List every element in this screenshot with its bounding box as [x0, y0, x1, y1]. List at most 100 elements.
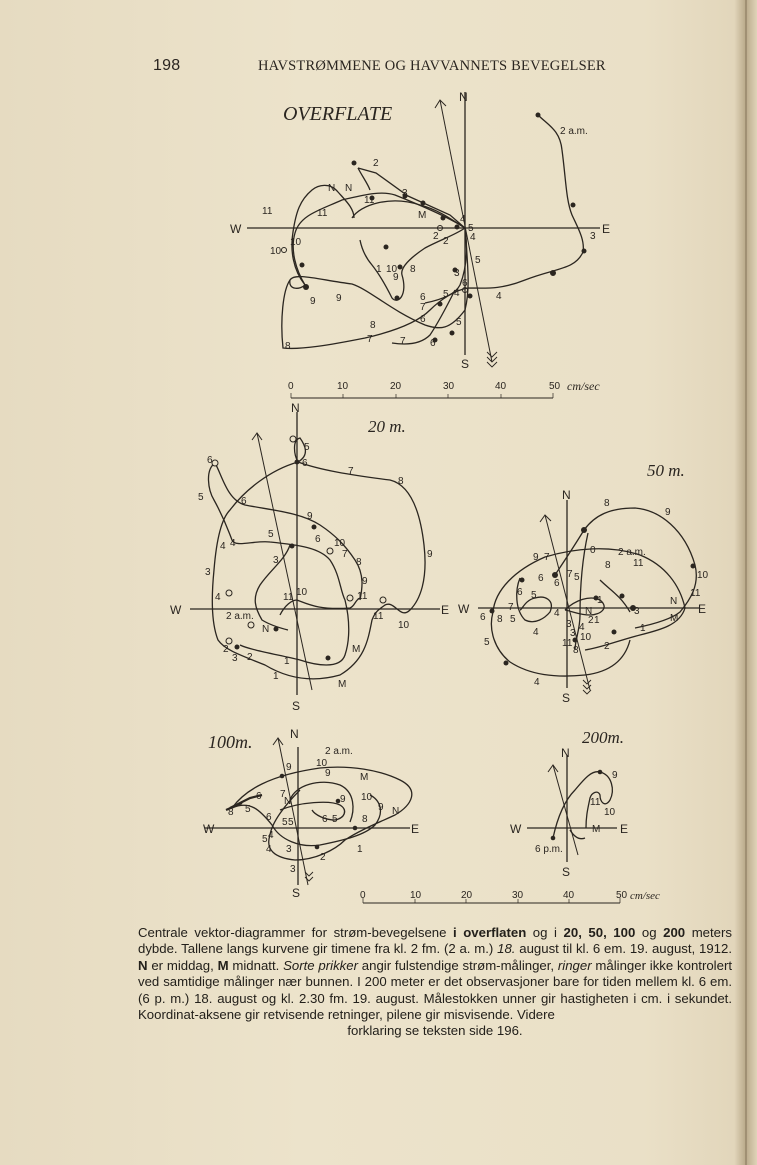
scale-bar-bottom: 0 10 20 30 40 50 cm/sec [360, 890, 660, 904]
svg-text:2 a.m.: 2 a.m. [226, 611, 254, 622]
svg-text:6: 6 [420, 314, 426, 325]
svg-text:4: 4 [496, 291, 502, 302]
svg-text:7: 7 [508, 602, 514, 613]
svg-text:5: 5 [468, 223, 474, 234]
svg-text:N: N [392, 806, 399, 817]
svg-text:cm/sec: cm/sec [630, 890, 660, 902]
svg-text:6: 6 [430, 338, 436, 349]
svg-text:6: 6 [207, 455, 213, 466]
svg-text:4: 4 [215, 592, 221, 603]
svg-text:40: 40 [495, 381, 507, 392]
m20-loop [293, 437, 307, 463]
svg-text:10: 10 [604, 807, 616, 818]
svg-text:2: 2 [223, 644, 229, 655]
svg-text:9: 9 [310, 296, 316, 307]
svg-text:1: 1 [640, 623, 646, 634]
svg-text:6: 6 [302, 458, 308, 469]
svg-text:11: 11 [633, 558, 644, 569]
svg-text:6: 6 [517, 587, 523, 598]
svg-text:1: 1 [273, 671, 279, 682]
svg-text:1: 1 [376, 264, 382, 275]
svg-text:S: S [562, 865, 570, 879]
svg-text:9: 9 [393, 272, 399, 283]
svg-text:40: 40 [563, 890, 575, 901]
svg-text:5: 5 [268, 529, 274, 540]
m100-curve-a [231, 766, 413, 861]
svg-text:5: 5 [531, 590, 537, 601]
svg-text:2: 2 [320, 852, 326, 863]
svg-text:7: 7 [280, 789, 286, 800]
svg-text:9: 9 [612, 770, 618, 781]
svg-text:8: 8 [398, 476, 404, 487]
diagram-overflate: OVERFLATE N S E W [230, 90, 610, 371]
svg-text:5: 5 [574, 572, 580, 583]
svg-text:9: 9 [286, 762, 292, 773]
svg-text:5: 5 [198, 492, 204, 503]
svg-text:4: 4 [579, 622, 585, 633]
svg-text:6: 6 [538, 573, 544, 584]
svg-text:11: 11 [562, 638, 573, 649]
svg-text:10: 10 [290, 237, 302, 248]
svg-text:6: 6 [554, 578, 560, 589]
svg-text:5: 5 [332, 814, 338, 825]
svg-text:5: 5 [245, 804, 251, 815]
svg-text:11: 11 [373, 611, 384, 622]
svg-text:10: 10 [316, 758, 328, 769]
svg-text:cm/sec: cm/sec [567, 379, 600, 393]
svg-text:4: 4 [460, 214, 466, 225]
svg-text:6: 6 [420, 292, 426, 303]
overflate-curve-a [281, 114, 584, 350]
overflate-curve-e [357, 167, 466, 229]
svg-text:3: 3 [205, 567, 211, 578]
svg-text:6: 6 [322, 814, 328, 825]
svg-text:2 a.m.: 2 a.m. [618, 547, 646, 558]
svg-text:1: 1 [357, 844, 363, 855]
overflate-title: OVERFLATE [283, 103, 392, 125]
svg-text:4: 4 [470, 232, 476, 243]
svg-text:6: 6 [241, 496, 247, 507]
svg-text:W: W [203, 822, 215, 836]
m20-title: 20 m. [368, 417, 406, 436]
svg-text:E: E [698, 602, 706, 616]
m20-curve-a [211, 461, 426, 680]
overflate-curve-d [291, 184, 355, 286]
svg-text:2: 2 [373, 158, 379, 169]
svg-text:11: 11 [262, 206, 273, 217]
svg-text:10: 10 [580, 632, 592, 643]
svg-text:3: 3 [634, 606, 640, 617]
svg-text:7: 7 [348, 466, 354, 477]
m50-curve-b [492, 548, 686, 651]
svg-text:N: N [290, 727, 299, 741]
overflate-measurement-dots [299, 112, 587, 343]
svg-text:3: 3 [290, 864, 296, 875]
figure-caption: Centrale vektor-diagrammer for strøm-bev… [138, 925, 733, 1039]
svg-text:10: 10 [334, 538, 346, 549]
svg-text:9: 9 [340, 794, 346, 805]
svg-text:W: W [510, 822, 522, 836]
svg-text:6: 6 [462, 278, 468, 289]
svg-text:N: N [561, 746, 570, 760]
svg-text:4: 4 [454, 288, 460, 299]
m50-curve-d [516, 577, 552, 623]
svg-text:9: 9 [325, 768, 331, 779]
svg-text:9: 9 [362, 576, 368, 587]
svg-text:8: 8 [497, 614, 503, 625]
svg-text:10: 10 [697, 570, 709, 581]
svg-text:0: 0 [360, 890, 366, 901]
svg-text:30: 30 [512, 890, 524, 901]
svg-text:4: 4 [266, 844, 272, 855]
svg-text:8: 8 [604, 498, 610, 509]
svg-text:10: 10 [398, 620, 410, 631]
svg-text:0: 0 [590, 545, 596, 556]
arrow-feather-icon [486, 351, 498, 368]
svg-text:7: 7 [342, 549, 348, 560]
svg-text:10: 10 [296, 587, 308, 598]
svg-text:M: M [352, 644, 360, 655]
svg-text:4: 4 [554, 608, 560, 619]
svg-text:3: 3 [232, 653, 238, 664]
svg-text:4: 4 [230, 538, 236, 549]
svg-text:2: 2 [588, 615, 594, 626]
svg-text:1: 1 [284, 656, 290, 667]
